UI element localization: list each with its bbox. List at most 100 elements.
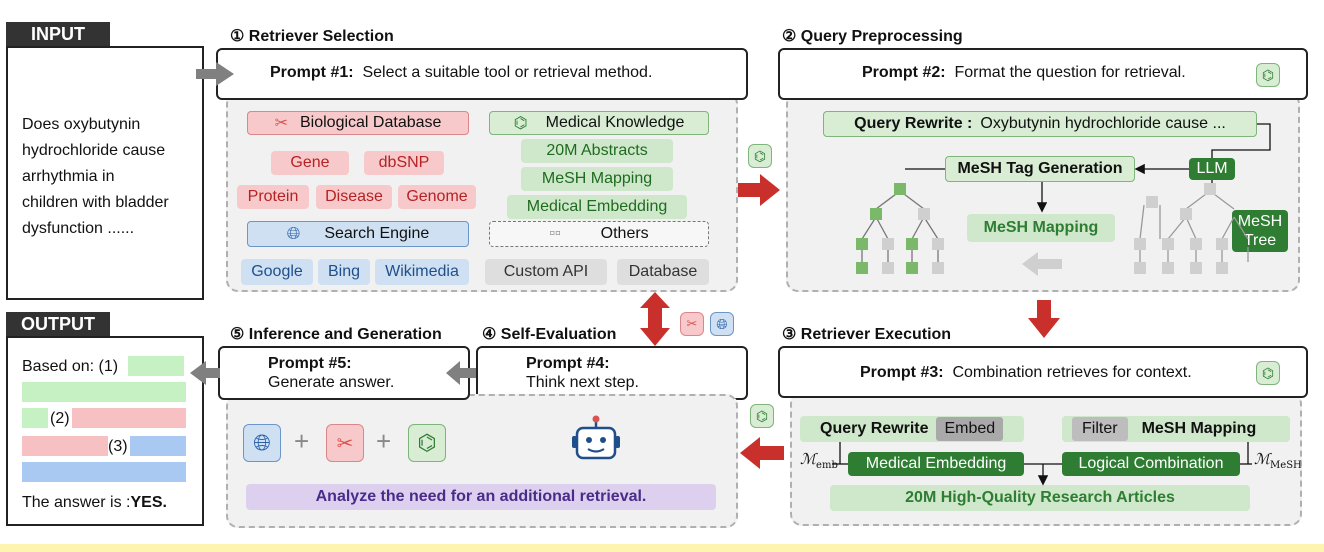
prompt2-box — [778, 48, 1308, 100]
prompt1-box — [216, 48, 748, 100]
step2-to-step3-arrow — [1028, 300, 1060, 338]
globe-icon: 🌐︎ — [286, 224, 301, 243]
custom-api-chip: Custom API — [485, 259, 607, 285]
mesh-tree-line1: MeSH — [1237, 213, 1283, 230]
abstracts-chip: 20M Abstracts — [521, 139, 673, 163]
database-chip: Database — [617, 259, 709, 285]
question-line: children with bladder — [22, 194, 169, 211]
answer-prefix: The answer is : — [22, 494, 131, 511]
query-rewrite-label: Query Rewrite : — [854, 115, 973, 132]
molecule-icon: ⌬ — [513, 115, 528, 132]
output-evidence-green — [22, 408, 48, 428]
filter-chip: Filter — [1072, 417, 1128, 441]
gene-chip: Gene — [271, 151, 349, 175]
step2-title: ② Query Preprocessing — [782, 28, 963, 45]
query-rewrite-text: Oxybutynin hydrochloride cause ... — [980, 115, 1226, 132]
m-emb-symbol: ℳemb — [800, 450, 838, 471]
question-line: dysfunction ...... — [22, 220, 135, 237]
dna-icon: ✂ — [326, 424, 364, 462]
others-label: Others — [600, 225, 649, 242]
footer-strip — [0, 544, 1324, 552]
answer-value: YES. — [130, 494, 167, 511]
output-based-on: Based on: (1) — [22, 358, 119, 375]
m-emb-sub: emb — [816, 460, 838, 471]
wikimedia-chip: Wikimedia — [375, 259, 469, 285]
prompt4-text: Prompt #4: Think next step. — [526, 354, 639, 392]
filter-mesh-group: Filter MeSH Mapping — [1062, 416, 1290, 442]
prompt4-desc: Think next step. — [526, 374, 639, 391]
input-question: Does oxybutynin hydrochloride cause arrh… — [22, 112, 169, 242]
step1-step4-double-arrow — [640, 292, 670, 346]
prompt2-desc: Format the question for retrieval. — [954, 64, 1186, 81]
prompt5-text: Prompt #5: Generate answer. — [268, 354, 394, 392]
output-evidence-red — [22, 436, 108, 456]
medical-knowledge-label: Medical Knowledge — [545, 114, 685, 131]
output-evidence-green — [22, 382, 186, 402]
plus-icon: + — [294, 426, 310, 456]
question-line: hydrochloride cause — [22, 142, 166, 159]
embed-chip: Embed — [936, 417, 1004, 441]
prompt3-box — [778, 346, 1308, 398]
plus-icon: + — [376, 426, 392, 456]
prompt1-desc: Select a suitable tool or retrieval meth… — [362, 64, 653, 81]
medical-embedding-chip: Medical Embedding — [507, 195, 687, 219]
step1-to-step2-arrow — [738, 174, 780, 206]
medical-knowledge-chip: ⌬ Medical Knowledge — [489, 111, 709, 135]
molecule-icon: ⌬ — [1256, 361, 1280, 385]
m-mesh-sub: MeSH — [1270, 460, 1302, 471]
output-evidence-blue — [130, 436, 186, 456]
mesh-tag-generation-box: MeSH Tag Generation — [945, 156, 1135, 182]
query-rewrite-label: Query Rewrite — [820, 420, 929, 437]
m-mesh-symbol: ℳMeSH — [1254, 450, 1302, 471]
step1-title: ① Retriever Selection — [230, 28, 394, 45]
prompt3-desc: Combination retrieves for context. — [952, 364, 1192, 381]
output-header: OUTPUT — [6, 312, 110, 336]
query-rewrite-embed-group: Query Rewrite Embed — [800, 416, 1024, 442]
question-line: Does oxybutynin — [22, 116, 141, 133]
step4-title: ④ Self-Evaluation — [482, 326, 617, 343]
output-answer: The answer is :YES. — [22, 494, 167, 512]
medical-embedding-box: Medical Embedding — [848, 452, 1024, 476]
mesh-mapping-label: MeSH Mapping — [1141, 420, 1257, 437]
prompt1-label: Prompt #1: — [270, 64, 354, 81]
prompt3-label: Prompt #3: — [860, 364, 944, 381]
bing-chip: Bing — [318, 259, 370, 285]
prompt1-text: Prompt #1: Select a suitable tool or ret… — [270, 64, 652, 82]
dbsnp-chip: dbSNP — [364, 151, 444, 175]
biological-database-chip: ✂ Biological Database — [247, 111, 469, 135]
search-engine-chip: 🌐︎Search Engine — [247, 221, 469, 247]
dna-icon: ✂ — [680, 312, 704, 336]
prompt2-label: Prompt #2: — [862, 64, 946, 81]
protein-chip: Protein — [237, 185, 309, 209]
robot-icon — [572, 415, 620, 460]
grid-icon: ▫▫ — [549, 225, 561, 242]
research-articles-box: 20M High-Quality Research Articles — [830, 485, 1250, 511]
mesh-mapping-chip: MeSH Mapping — [521, 167, 673, 191]
mesh-tree-label: MeSH Tree — [1232, 210, 1288, 252]
prompt4-label: Prompt #4: — [526, 355, 610, 372]
llm-chip: LLM — [1189, 158, 1235, 180]
genome-chip: Genome — [398, 185, 476, 209]
prompt2-text: Prompt #2: Format the question for retri… — [862, 64, 1186, 82]
biological-database-label: Biological Database — [299, 114, 442, 131]
molecule-icon: ⌬ — [748, 144, 772, 168]
prompt4-box — [476, 346, 748, 400]
output-ref-3: (3) — [108, 438, 128, 455]
query-rewrite-box: Query Rewrite : Oxybutynin hydrochloride … — [823, 111, 1257, 137]
google-chip: Google — [241, 259, 313, 285]
molecule-icon: ⌬ — [408, 424, 446, 462]
step3-to-step5-arrow — [740, 437, 784, 469]
mesh-mapping-box: MeSH Mapping — [967, 214, 1115, 242]
step5-title: ⑤ Inference and Generation — [230, 326, 442, 343]
globe-icon: 🌐︎ — [243, 424, 281, 462]
analyze-banner: Analyze the need for an additional retri… — [246, 484, 716, 510]
prompt3-text: Prompt #3: Combination retrieves for con… — [860, 364, 1192, 382]
globe-icon: 🌐︎ — [710, 312, 734, 336]
output-evidence-green — [128, 356, 184, 376]
input-panel — [6, 46, 204, 300]
output-evidence-blue — [22, 462, 186, 482]
m-emb-main: ℳ — [800, 450, 817, 468]
logical-combination-box: Logical Combination — [1062, 452, 1240, 476]
dna-icon: ✂ — [274, 115, 288, 132]
question-line: arrhythmia in — [22, 168, 115, 185]
